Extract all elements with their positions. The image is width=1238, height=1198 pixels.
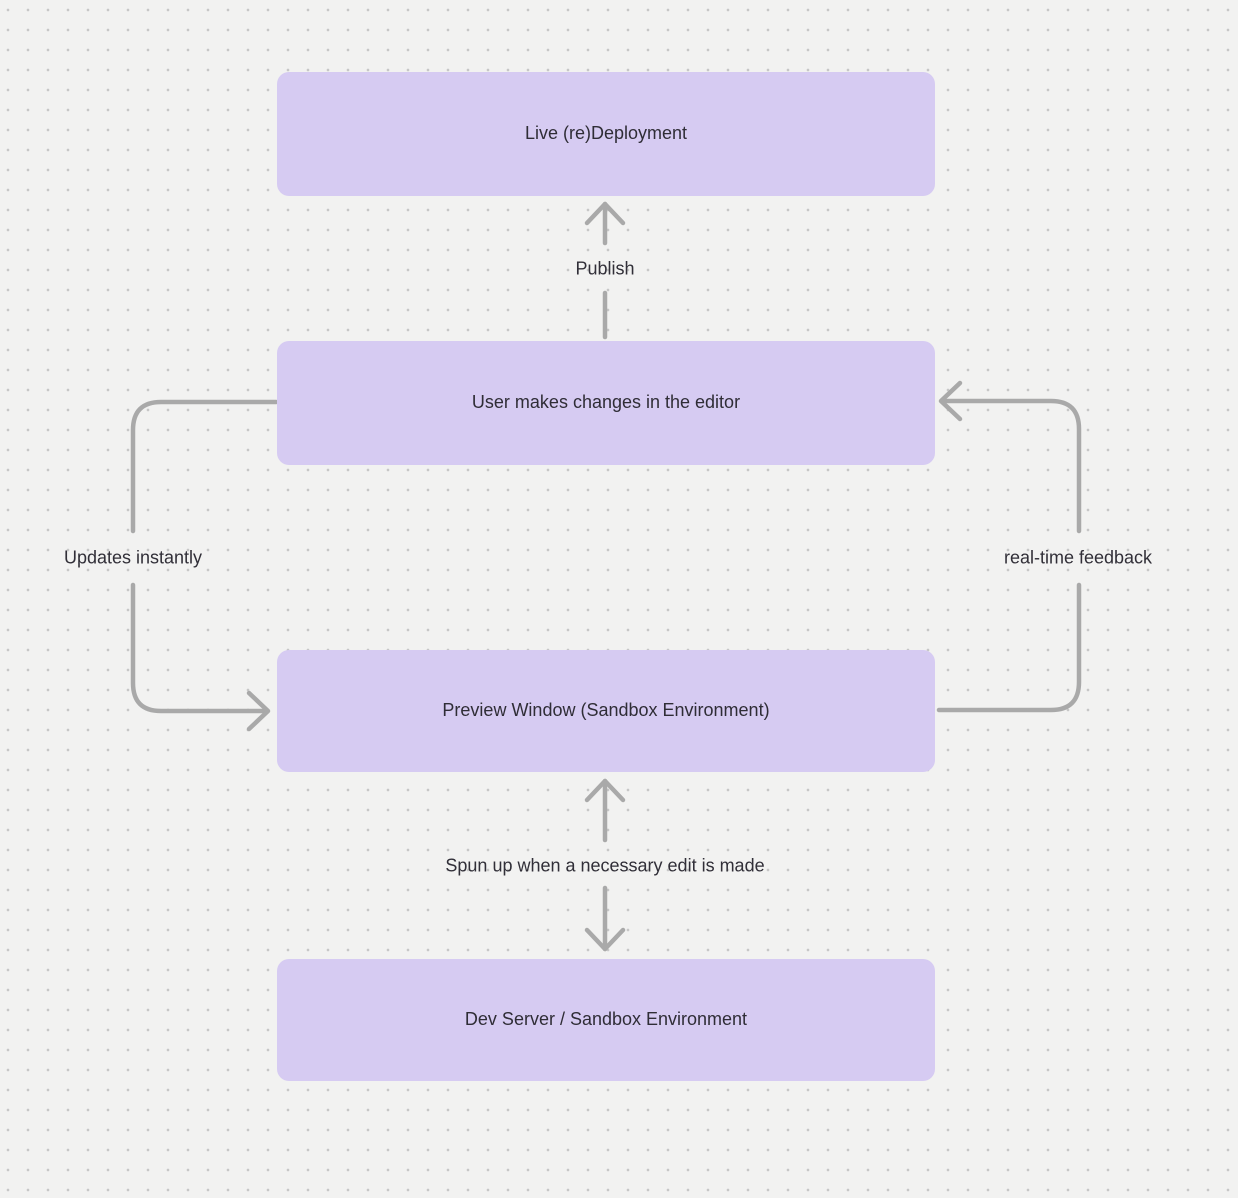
edge-label-realtime-feedback: real-time feedback [1003, 547, 1153, 568]
updates-edge-lower [130, 582, 269, 714]
feedback-edge-upper [941, 398, 1082, 534]
feedback-edge-lower [936, 582, 1082, 713]
node-user-editor: User makes changes in the editor [277, 341, 935, 465]
spun-up-arrowhead-down [584, 927, 626, 952]
updates-arrowhead-right [246, 690, 271, 732]
node-dev-server: Dev Server / Sandbox Environment [277, 959, 935, 1081]
node-live-redeployment: Live (re)Deployment [277, 72, 935, 196]
node-label: Live (re)Deployment [524, 123, 688, 144]
edge-label-updates-instantly: Updates instantly [63, 547, 203, 568]
updates-edge-upper [130, 399, 279, 534]
edge-label-spun-up: Spun up when a necessary edit is made [445, 855, 765, 876]
node-label: Dev Server / Sandbox Environment [464, 1009, 748, 1030]
feedback-arrowhead-left [938, 380, 963, 422]
node-label: Preview Window (Sandbox Environment) [442, 700, 770, 721]
edge-label-publish: Publish [575, 258, 635, 279]
node-preview-window: Preview Window (Sandbox Environment) [277, 650, 935, 772]
node-label: User makes changes in the editor [471, 392, 741, 413]
